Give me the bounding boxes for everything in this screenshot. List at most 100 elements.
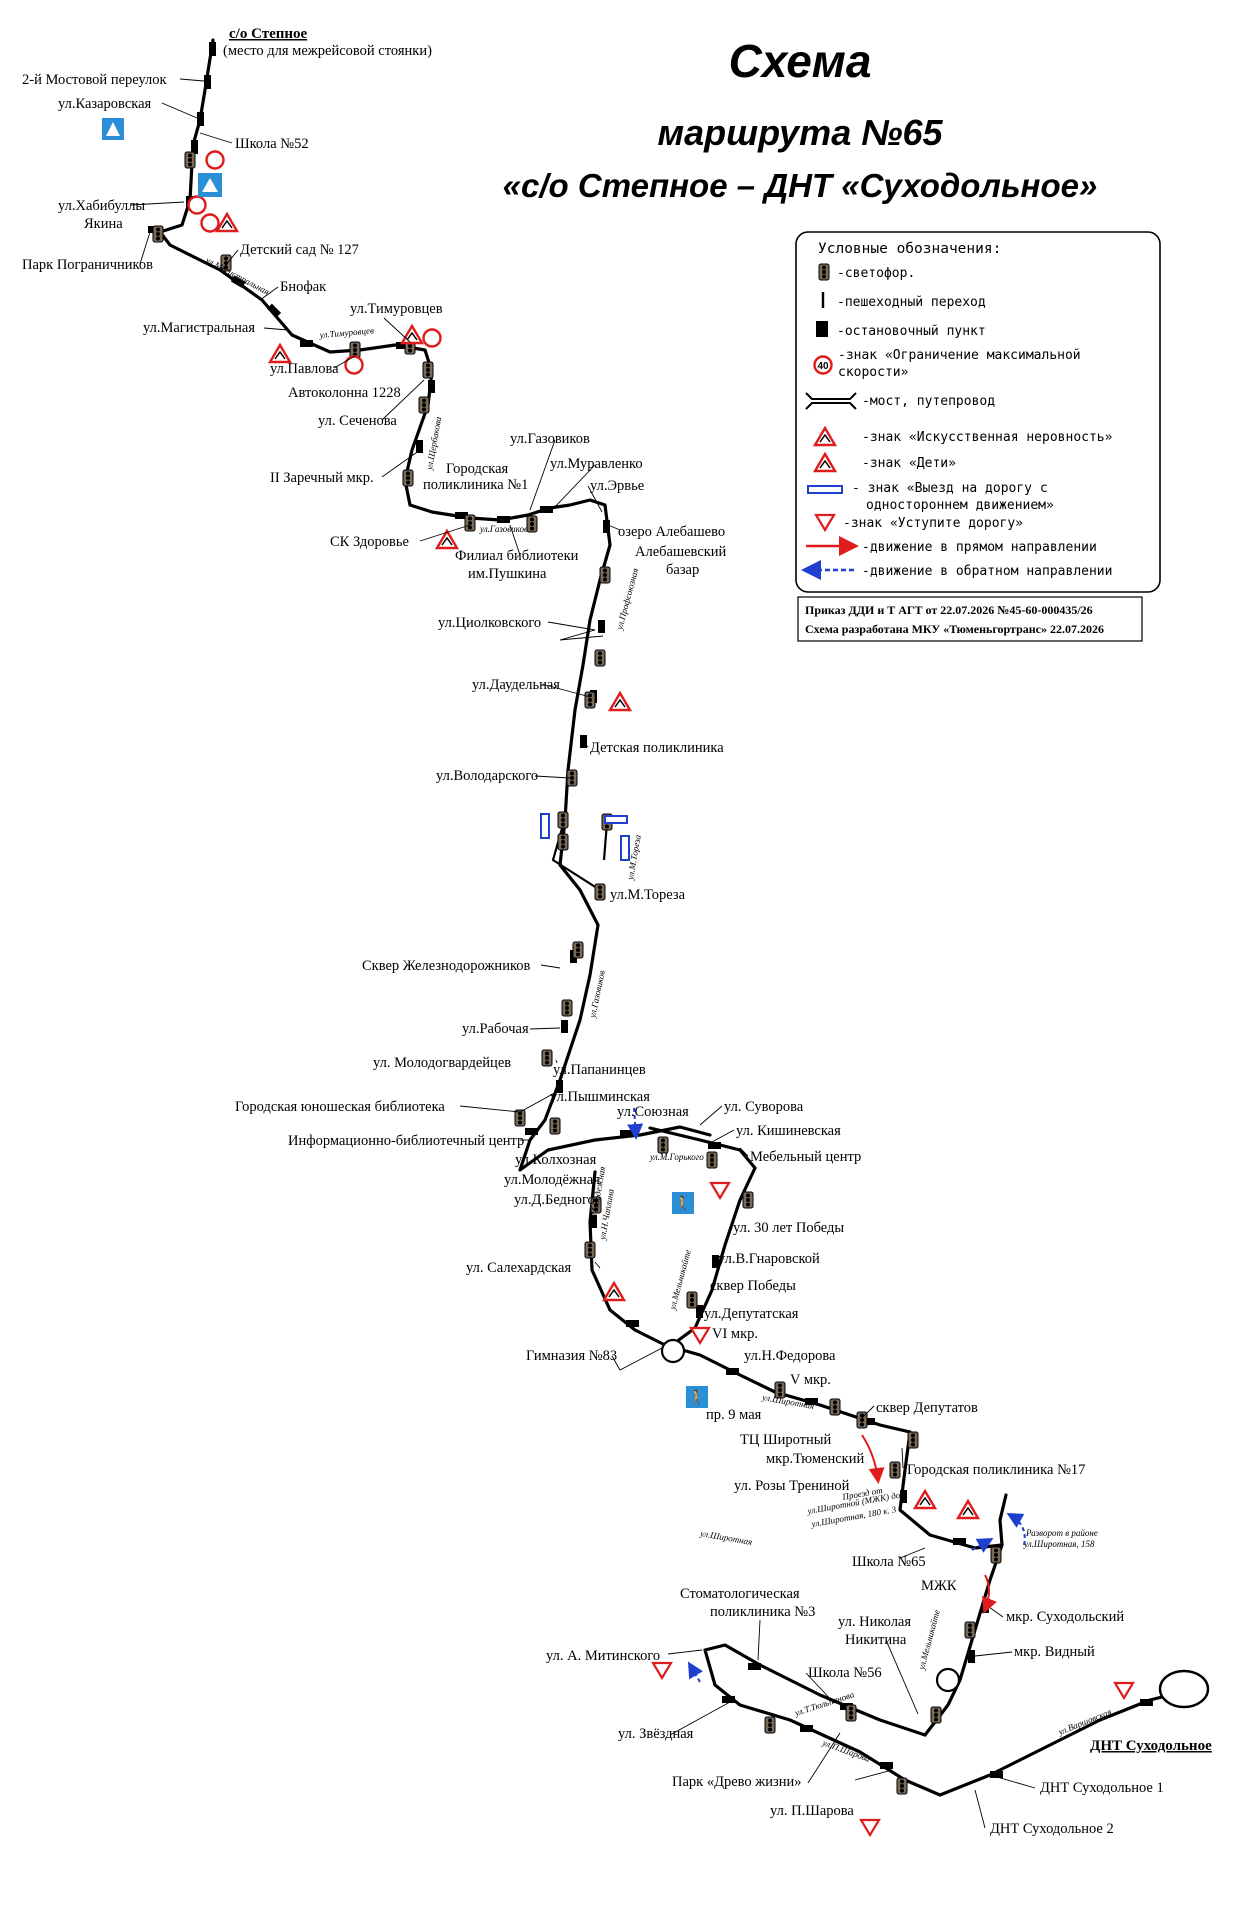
- legend-title: Условные обозначения:: [818, 241, 1001, 257]
- one-way-signs: [540, 813, 630, 861]
- stop-label: ул. Звёздная: [618, 1726, 694, 1742]
- bridge-icon: [805, 392, 857, 410]
- stop-label: Городская: [446, 461, 509, 477]
- stop-label: Школа №65: [852, 1554, 926, 1570]
- legend-item-stop: -остановочный пункт: [837, 324, 986, 339]
- svg-text:🚶: 🚶: [674, 1195, 691, 1212]
- stop-label: Парк «Древо жизни»: [672, 1774, 802, 1790]
- stop-label: Городская юношеская библиотека: [235, 1099, 445, 1115]
- stop-label: ул.Колхозная: [515, 1152, 597, 1168]
- stop-label: ул.Папанинцев: [553, 1062, 646, 1078]
- one-way-entry-sign-icon: [807, 485, 843, 494]
- route-notes: Проезд от ул.Широтной (МЖК) до ул.Широтн…: [806, 1485, 1098, 1549]
- traffic-light-icon: [818, 263, 830, 281]
- legend-item-one-way: - знак «Выезд на дорогу с: [852, 481, 1048, 496]
- stop-label: МЖК: [921, 1578, 957, 1594]
- street-label: ул.Варшавская: [1056, 1707, 1113, 1738]
- legend-item-reverse: -движение в обратном направлении: [862, 564, 1112, 579]
- svg-text:🚶: 🚶: [688, 1389, 705, 1406]
- legend: Условные обозначения: -светофор. -пешехо…: [795, 231, 1161, 593]
- stop-label: Школа №56: [808, 1665, 882, 1681]
- route-endpoints-title: «с/о Степное – ДНТ «Суходольное»: [503, 167, 1098, 204]
- stop-label: ул. А. Митинского: [546, 1648, 660, 1664]
- legend-item-crossing: -пешеходный переход: [837, 295, 986, 310]
- route-number-title: маршрута №65: [657, 112, 943, 153]
- stop-label: ул.Д.Бедного: [514, 1192, 595, 1208]
- stop-label: Мебельный центр: [750, 1149, 861, 1165]
- stop-label: ул.Союзная: [617, 1104, 689, 1120]
- stop-label: ул. Сеченова: [318, 413, 397, 429]
- stop-label: ул. Розы Трениной: [734, 1478, 850, 1494]
- direction-arrows: [627, 1107, 1026, 1683]
- stop-label: Якина: [84, 216, 123, 232]
- stop-label: ДНТ Суходольное 2: [990, 1821, 1114, 1837]
- street-label: ул.Мельникайте: [916, 1608, 942, 1671]
- stop-label: ул.Хабибуллы: [58, 198, 145, 214]
- street-label: ул.Магистральная: [203, 254, 271, 296]
- stop-label: ул. Николая: [838, 1614, 911, 1630]
- stop-label: пр. 9 мая: [706, 1407, 762, 1423]
- stop-label: ДНТ Суходольное 1: [1040, 1780, 1164, 1796]
- stop-label: ул. Кишиневская: [736, 1123, 841, 1139]
- street-label: ул.Щербакова: [424, 415, 443, 471]
- stop-label: Стоматологическая: [680, 1586, 800, 1602]
- stop-label: ТЦ Широтный: [740, 1432, 831, 1448]
- legend-item-speed-limit-2: скорости»: [838, 365, 909, 380]
- stop-label: Никитина: [845, 1632, 907, 1648]
- info-signs: 🚶 🚶: [102, 118, 708, 1408]
- stop-label: Алебашевский: [635, 544, 727, 560]
- stop-label: озеро Алебашево: [618, 524, 725, 540]
- stop-label: Детский сад № 127: [240, 242, 359, 258]
- map-title: Схема: [729, 35, 872, 87]
- stop-label: ул. Салехардская: [466, 1260, 571, 1276]
- stop-label: сквер Победы: [710, 1278, 796, 1294]
- stop-label: ул.Даудельная: [472, 677, 560, 693]
- legend-item-children: -знак «Дети»: [862, 456, 956, 471]
- stop-label: ул.Пышминская: [550, 1089, 650, 1105]
- order-line-1: Приказ ДДИ и Т АГТ от 22.07.2026 №45-60-…: [805, 603, 1093, 617]
- stop-label: Гимназия №83: [526, 1348, 617, 1364]
- svg-text:40: 40: [817, 361, 829, 372]
- stop-label: 2-й Мостовой переулок: [22, 72, 167, 88]
- legend-item-one-way-2: одностороннем движением»: [866, 498, 1054, 513]
- street-label: ул.Тимуровцев: [318, 325, 374, 340]
- stop-label: ул.Казаровская: [58, 96, 152, 112]
- start-terminal-name: с/о Степное: [229, 26, 308, 42]
- stop-labels: 2-й Мостовой переулок ул.Казаровская Шко…: [22, 72, 1164, 1837]
- stop-label: СК Здоровье: [330, 534, 409, 550]
- route-note: Разворот в районе: [1025, 1528, 1098, 1538]
- street-label: ул.Газовиков: [479, 524, 528, 534]
- bus-stop-icon: [816, 321, 828, 337]
- stop-label: ул. 30 лет Победы: [733, 1220, 844, 1236]
- stop-label: базар: [666, 562, 699, 578]
- stop-label: мкр. Видный: [1014, 1644, 1095, 1660]
- stop-label: ул.М.Тореза: [610, 887, 686, 903]
- stop-label: ул. Суворова: [724, 1099, 804, 1115]
- speed-limit-sign-icon: 40: [813, 355, 833, 375]
- stop-label: ул.Н.Федорова: [744, 1348, 836, 1364]
- legend-item-speed-bump: -знак «Искусственная неровность»: [862, 430, 1113, 445]
- stop-label: ул.Депутатская: [704, 1306, 799, 1322]
- stop-label: Парк Пограничников: [22, 257, 153, 273]
- stop-label: V мкр.: [790, 1372, 831, 1388]
- stop-label: ул. Молодогвардейцев: [373, 1055, 511, 1071]
- stop-label: ул.Эрвье: [590, 478, 644, 494]
- street-label: ул.М.Горького: [649, 1152, 704, 1162]
- end-terminal-name: ДНТ Суходольное: [1090, 1738, 1212, 1754]
- street-label: ул.Широтная: [699, 1528, 753, 1547]
- stop-label: ул.Муравленко: [550, 456, 643, 472]
- legend-item-traffic-light: -светофор.: [837, 266, 915, 281]
- legend-item-yield: -знак «Уступите дорогу»: [843, 516, 1023, 531]
- stop-label: ул.Рабочая: [462, 1021, 529, 1037]
- order-box: Приказ ДДИ и Т АГТ от 22.07.2026 №45-60-…: [797, 596, 1143, 642]
- stop-label: Школа №52: [235, 136, 309, 152]
- stop-label: поликлиника №3: [710, 1604, 815, 1620]
- stop-label: ул.В.Гнаровской: [718, 1251, 820, 1267]
- stop-label: сквер Депутатов: [876, 1400, 978, 1416]
- stop-label: ул.Магистральная: [143, 320, 255, 336]
- stop-label: Сквер Железнодорожников: [362, 958, 531, 974]
- legend-item-forward: -движение в прямом направлении: [862, 540, 1097, 555]
- stop-label: ул.Циолковского: [438, 615, 541, 631]
- stop-label: Детская поликлиника: [590, 740, 724, 756]
